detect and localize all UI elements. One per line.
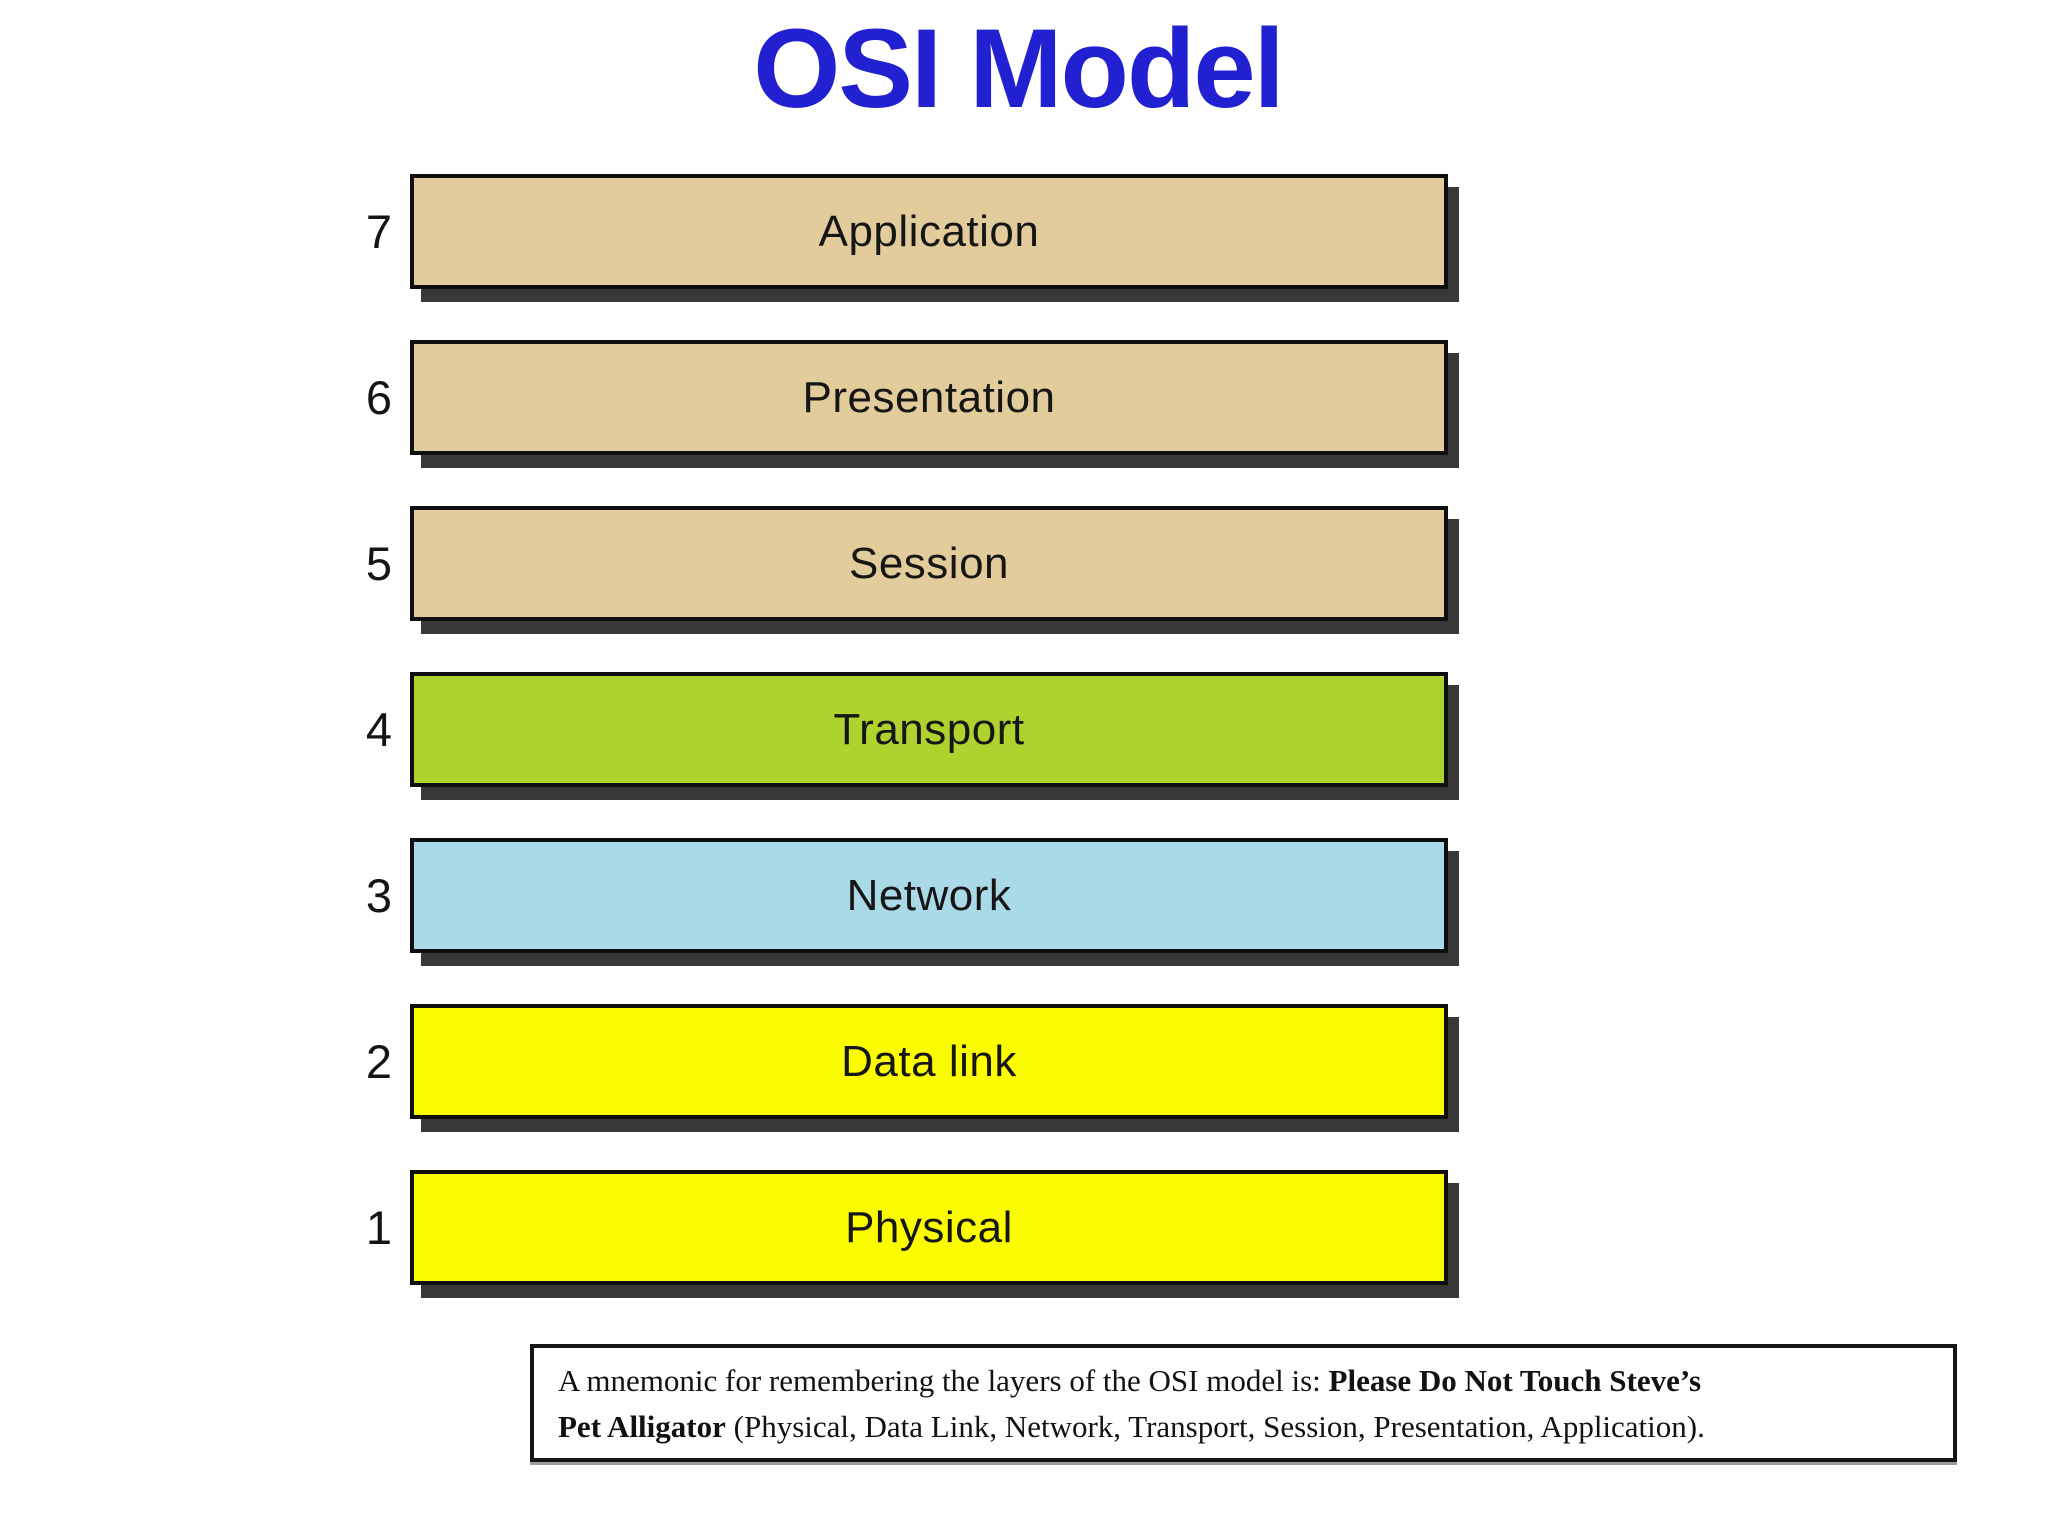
layer-label: Session	[848, 538, 1010, 588]
mnemonic-text-bold: Please Do Not Touch Steve’s	[1328, 1363, 1702, 1398]
layer-number: 5	[365, 537, 392, 590]
layer-number: 2	[365, 1035, 392, 1088]
layer-label: Application	[818, 206, 1040, 256]
layer-number: 3	[365, 869, 392, 922]
layer-row-network: 3 Network	[330, 838, 1470, 953]
layer-bar-network: Network	[410, 838, 1448, 953]
layer-row-datalink: 2 Data link	[330, 1004, 1470, 1119]
layer-label: Presentation	[802, 372, 1056, 422]
layer-label: Network	[846, 870, 1012, 920]
layer-row-session: 5 Session	[330, 506, 1470, 621]
layer-row-application: 7 Application	[330, 174, 1470, 289]
layer-number: 1	[365, 1201, 392, 1254]
layer-bar-transport: Transport	[410, 672, 1448, 787]
layer-bar-application: Application	[410, 174, 1448, 289]
mnemonic-text-bold: Pet Alligator	[558, 1409, 726, 1444]
layer-label: Physical	[845, 1202, 1013, 1252]
layer-row-presentation: 6 Presentation	[330, 340, 1470, 455]
layer-bar-presentation: Presentation	[410, 340, 1448, 455]
osi-layer-stack: 7 Application 6 Presentation 5 Session 4…	[330, 174, 1470, 1336]
layer-label: Data link	[841, 1036, 1017, 1086]
layer-row-physical: 1 Physical	[330, 1170, 1470, 1285]
layer-number: 7	[365, 205, 392, 258]
mnemonic-text-normal: A mnemonic for remembering the layers of…	[558, 1363, 1329, 1398]
layer-bar-session: Session	[410, 506, 1448, 621]
layer-row-transport: 4 Transport	[330, 672, 1470, 787]
layer-number: 6	[365, 371, 392, 424]
layer-number: 4	[365, 703, 392, 756]
mnemonic-text-normal: (Physical, Data Link, Network, Transport…	[725, 1409, 1705, 1444]
page-title: OSI Model	[753, 6, 1285, 131]
mnemonic-box: A mnemonic for remembering the layers of…	[530, 1344, 1957, 1462]
layer-bar-datalink: Data link	[410, 1004, 1448, 1119]
mnemonic-line-1: A mnemonic for remembering the layers of…	[558, 1358, 1935, 1404]
layer-bar-physical: Physical	[410, 1170, 1448, 1285]
mnemonic-line-2: Pet Alligator (Physical, Data Link, Netw…	[558, 1404, 1935, 1450]
layer-label: Transport	[833, 704, 1025, 754]
